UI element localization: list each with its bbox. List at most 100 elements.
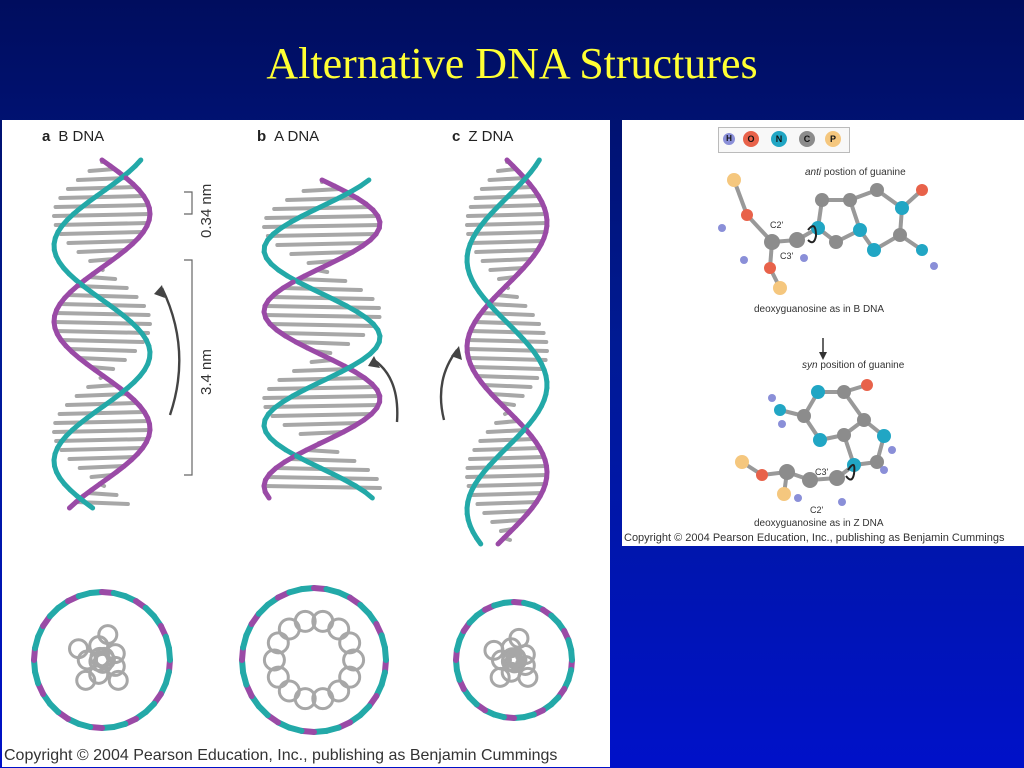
base-pair [86,383,118,389]
copyright-right: Copyright © 2004 Pearson Education, Inc.… [624,532,1005,544]
base-pair [77,356,127,362]
base-pair [465,464,549,470]
base-pair [85,491,119,497]
ring-base [266,631,290,655]
ring-base [514,644,536,666]
b-dna-end-view [31,589,173,731]
base-pair [87,167,117,173]
base-pair [466,230,548,236]
base-pair [270,412,374,418]
base-pair [281,286,363,292]
backbone-strand-1 [66,499,79,511]
deoxyguanosine-syn [735,379,896,506]
base-pair [466,356,548,362]
base-pair [86,275,118,281]
base-pair [76,248,128,254]
backbone-strand-2 [82,499,96,511]
base-pair [53,419,151,425]
base-pair [263,403,381,409]
atom-label-c3-bottom: C3' [815,467,829,477]
atom-legend: H O N C P [718,127,850,153]
base-pair [66,239,138,245]
arrow-head-a [368,356,380,368]
b-dna-helix [51,157,153,511]
base-pair [58,194,146,200]
guanine-conformation-figure: H O N C P [622,120,1024,546]
z-dna-helix [464,157,550,547]
base-pair [301,187,343,193]
a-dna-end-view [239,585,389,735]
base-pair [495,293,519,299]
ring-base [93,646,115,668]
base-pair [65,293,139,299]
base-pair [482,509,532,515]
ring-base [107,669,129,691]
atom-label-c2-bottom: C2' [810,505,824,515]
anti-caption: anti postion of guanine [805,167,906,178]
base-pair [465,212,549,218]
base-pair [468,203,546,209]
atom-label-c3-top: C3' [780,251,794,261]
base-pair [282,421,362,427]
base-pair [264,214,380,220]
base-pair [57,410,147,416]
legend-c: C [799,131,815,147]
deoxyguanosine-anti [718,173,938,295]
base-pair [265,232,379,238]
base-pair [57,302,147,308]
bracket-small [184,191,193,215]
legend-o: O [743,131,759,147]
b-dna-caption: deoxyguanosine as in B DNA [754,304,885,315]
ring-backbone [568,646,575,663]
backbone-strand-2 [474,535,484,547]
z-dna-caption: deoxyguanosine as in Z DNA [754,518,884,529]
base-pair [480,257,534,263]
base-pair [487,176,527,182]
ring-base [262,648,286,672]
base-pair [468,329,546,335]
base-pair [53,311,151,317]
base-pair [478,437,536,443]
base-pair [77,464,127,470]
base-pair [486,302,528,308]
base-pair [67,455,137,461]
base-pair [289,250,355,256]
backbone-strand-2 [362,489,375,501]
base-pair [269,295,375,301]
base-pair [479,311,535,317]
ring-base [505,647,527,669]
base-pair [469,365,545,371]
ring-base [97,624,119,646]
base-pair [490,518,524,524]
legend-h: H [723,133,735,145]
arrow-head-b [154,285,165,298]
ring-base [293,609,317,633]
base-pair [304,448,340,454]
base-pair [293,340,351,346]
ring-base [342,648,366,672]
ring-base [489,666,511,688]
base-pair [466,482,548,488]
ring-base [338,665,362,689]
base-pair [278,331,366,337]
legend-n: N [771,131,787,147]
base-pair [64,401,140,407]
ring-backbone [165,645,173,663]
base-pair [298,430,346,436]
ring-base [68,638,90,660]
ring-base [75,669,97,691]
a-dna-helix [261,177,383,501]
base-pair [469,239,545,245]
base-pair [53,221,151,227]
base-pair [58,230,146,236]
base-pair [267,385,377,391]
ring-base [104,643,126,665]
base-pair [467,455,547,461]
base-pair [54,437,150,443]
base-pair [475,500,539,506]
slide-title: Alternative DNA Structures [266,39,758,88]
